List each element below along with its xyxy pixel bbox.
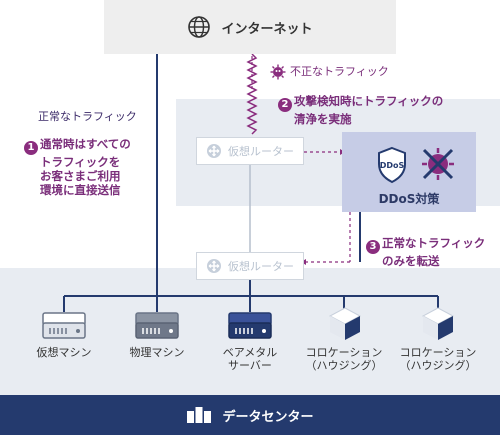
step2-number: 2: [278, 98, 292, 112]
internet-label: インターネット: [221, 21, 313, 37]
router-icon: [207, 144, 221, 158]
attack-traffic: 不正なトラフィック: [270, 64, 389, 80]
step3-number: 3: [366, 240, 380, 254]
step3-line: 正常なトラフィック: [382, 236, 486, 250]
virtual-router-bottom: 仮想ルーター: [196, 252, 304, 280]
server-icon: [42, 312, 86, 339]
step1-line: トラフィックを: [40, 155, 121, 169]
attack-label: 不正なトラフィック: [290, 65, 389, 78]
step1-line: 環境に直接送信: [40, 183, 121, 197]
server-icon: [228, 312, 272, 339]
device-label: 物理マシン: [129, 346, 185, 359]
ddos-label: DDoS対策: [378, 192, 440, 206]
device-label-line: ベアメタル: [222, 346, 278, 359]
virtual-router-top: 仮想ルーター: [196, 137, 304, 165]
device-label: ベアメタル サーバー: [200, 346, 300, 372]
normal-traffic-label: 正常なトラフィック: [38, 110, 137, 123]
step1-line: お客さまご利用: [40, 169, 121, 183]
virus-icon: [270, 64, 286, 80]
attack-traffic-line: [246, 53, 258, 135]
router-icon: [207, 259, 221, 273]
device-label-line: （ハウジング）: [399, 359, 477, 372]
device-label-line: サーバー: [228, 359, 272, 372]
ddos-protection-box: DDoS DDoS対策: [342, 132, 476, 212]
step1-number: 1: [24, 141, 38, 155]
internet-box: インターネット: [104, 0, 396, 54]
device-label: 仮想マシン: [36, 346, 92, 359]
globe-icon: [188, 16, 211, 38]
shield-icon: DDoS: [378, 146, 406, 184]
device-label-line: コロケーション: [305, 346, 383, 359]
step2-line: 清浄を実施: [294, 112, 352, 126]
datacenter-icon: [187, 407, 212, 423]
device-label-line: コロケーション: [399, 346, 477, 359]
step3-line: のみを転送: [382, 254, 440, 268]
device-label: コロケーション （ハウジング）: [388, 346, 488, 372]
device-label-line: （ハウジング）: [305, 359, 383, 372]
cube-icon: [421, 307, 455, 340]
router-label: 仮想ルーター: [228, 260, 294, 273]
router-label: 仮想ルーター: [228, 145, 294, 158]
step2-line: 攻撃検知時にトラフィックの: [294, 94, 444, 108]
shield-text: DDoS: [380, 161, 405, 170]
blocked-virus-icon: [422, 148, 454, 180]
device-label: コロケーション （ハウジング）: [294, 346, 394, 372]
cube-icon: [328, 307, 362, 340]
step1-line: 通常時はすべての: [40, 137, 131, 151]
datacenter-footer: データセンター: [0, 395, 500, 435]
server-icon: [135, 312, 179, 339]
datacenter-label: データセンター: [222, 409, 314, 425]
